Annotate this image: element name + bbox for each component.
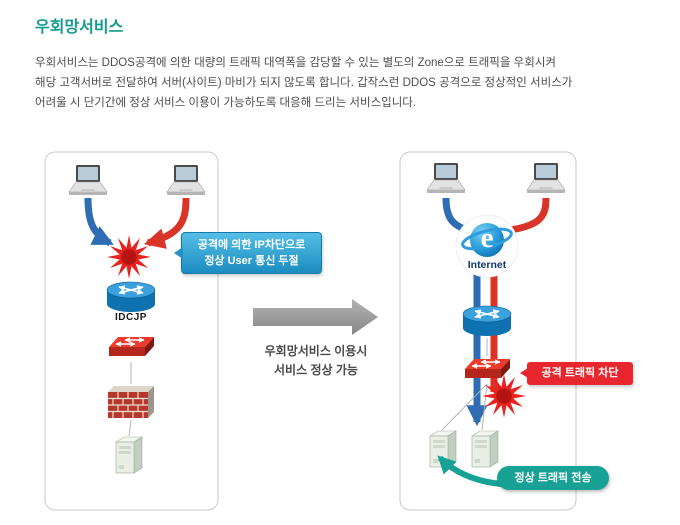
callout-attack-blocked: 공격 트래픽 차단 <box>520 362 633 385</box>
connector-line <box>441 383 488 431</box>
page-title: 우회망서비스 <box>35 19 124 36</box>
transition-caption-line2: 서비스 정상 가능 <box>274 363 358 377</box>
internet-e-logo <box>455 214 519 278</box>
description-line-2: 해당 고객서버로 전달하여 서버(사이트) 마비가 되지 않도록 합니다. 갑작… <box>35 77 573 89</box>
before-panel <box>44 151 219 511</box>
description-line-1: 우회서비스는 DDOS공격에 의한 대량의 트래픽 대역폭을 감당할 수 있는 … <box>35 57 556 69</box>
router-cylinder-icon <box>107 282 155 312</box>
transition-caption: 우회망서비스 이용시 서비스 정상 가능 <box>236 342 396 380</box>
callout-ip-block-line2: 정상 User 통신 두절 <box>204 255 299 267</box>
normal-traffic-arrow <box>84 197 114 247</box>
router-label: IDCJP <box>115 312 147 323</box>
attack-traffic-arrow <box>143 197 190 249</box>
connector-line <box>481 383 488 431</box>
callout-ip-block: 공격에 의한 IP차단으로 정상 User 통신 두절 <box>174 232 322 274</box>
switch-box-icon <box>109 337 154 356</box>
server-tower-icon <box>115 436 143 474</box>
transition-caption-line1: 우회망서비스 이용시 <box>264 344 368 358</box>
connector-line <box>128 419 132 437</box>
service-description: 우회서비스는 DDOS공격에 의한 대량의 트래픽 대역폭을 감당할 수 있는 … <box>35 53 660 113</box>
callout-ip-block-line1: 공격에 의한 IP차단으로 <box>197 239 306 251</box>
switch-box-icon <box>465 359 510 378</box>
router-cylinder-icon <box>463 306 511 336</box>
callout-normal-forwarded: 정상 트래픽 전송 <box>497 466 609 490</box>
brick-wall-icon <box>108 386 154 418</box>
transition-arrow <box>253 299 378 335</box>
description-line-3: 어려울 시 단기간에 정상 서비스 이용이 가능하도록 대응해 드리는 서비스입… <box>35 97 417 109</box>
internet-label: Internet <box>467 259 507 271</box>
internet-e-letter: e <box>480 222 494 254</box>
server-tower-icon <box>471 430 499 468</box>
